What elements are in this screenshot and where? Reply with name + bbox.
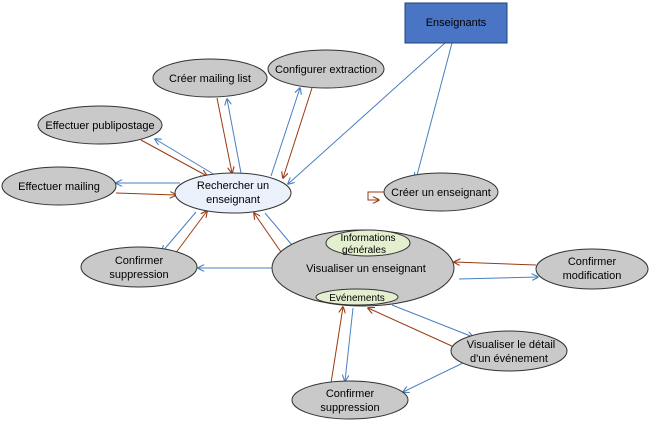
node-creer-mailing-list[interactable]: Créer mailing list: [152, 58, 268, 98]
node-confirmer-suppression-2[interactable]: Confirmer suppression: [291, 380, 409, 420]
actor-enseignants[interactable]: Enseignants: [404, 2, 508, 44]
node-configurer-extraction[interactable]: Configurer extraction: [267, 49, 385, 89]
node-creer-enseignant-label: Créer un enseignant: [391, 187, 491, 199]
node-confirmer-modification-line2: modification: [563, 270, 622, 282]
arrow-actor-to-creer-enseignant: [416, 42, 453, 179]
node-creer-mailing-list-label: Créer mailing list: [169, 73, 251, 85]
arrow-rechercher-to-suppression-1: [162, 211, 197, 252]
arrow-suppression-2-to-evenements: [330, 307, 343, 384]
arrow-visualiser-to-rechercher: [254, 213, 282, 253]
arrow-mailing-to-rechercher: [115, 193, 176, 195]
node-configurer-extraction-label: Configurer extraction: [275, 64, 377, 76]
node-visualiser-enseignant-label: Visualiser un enseignant: [306, 263, 426, 275]
arrow-actor-to-rechercher: [288, 42, 446, 184]
node-confirmer-modification-line1: Confirmer: [568, 256, 617, 268]
node-rechercher-line2: enseignant: [206, 194, 260, 206]
node-effectuer-publipostage-label: Effectuer publipostage: [45, 120, 154, 132]
node-confirmer-suppression-1-line2: suppression: [109, 269, 168, 281]
arrow-evenements-to-detail: [391, 304, 473, 337]
arrow-mailing-list-to-rechercher: [216, 97, 232, 173]
node-confirmer-suppression-2-line2: suppression: [320, 402, 379, 414]
node-rechercher-enseignant[interactable]: Rechercher un enseignant: [174, 172, 292, 214]
arrow-rechercher-to-extraction: [270, 88, 300, 177]
node-informations-line1: Informations: [340, 233, 395, 244]
node-visualiser-detail-line2: d'un événement: [470, 353, 548, 365]
node-confirmer-suppression-1-line1: Confirmer: [115, 255, 164, 267]
node-confirmer-suppression-2-line1: Confirmer: [326, 388, 375, 400]
node-informations-line2: générales: [342, 245, 386, 256]
arrow-evenements-to-suppression-2: [345, 307, 354, 381]
arrow-detail-to-evenements: [368, 308, 455, 348]
node-confirmer-modification[interactable]: Confirmer modification: [535, 248, 649, 290]
node-evenements-label: Evénements: [329, 293, 385, 304]
self-loop-creer-enseignant: [367, 191, 384, 200]
arrow-suppression-1-to-rechercher: [174, 211, 207, 255]
arrow-rechercher-to-mailing-list: [227, 99, 242, 174]
node-effectuer-mailing-label: Effectuer mailing: [18, 181, 100, 193]
arrow-modification-to-visualiser: [454, 262, 537, 265]
arrow-extraction-to-rechercher: [283, 87, 313, 178]
node-effectuer-publipostage[interactable]: Effectuer publipostage: [37, 105, 163, 145]
node-creer-enseignant[interactable]: Créer un enseignant: [383, 172, 499, 212]
arrow-visualiser-to-modification: [458, 277, 538, 279]
node-informations-generales[interactable]: Informations générales: [325, 229, 411, 257]
node-visualiser-detail-evenement[interactable]: Visualiser le détail d'un événement: [450, 330, 568, 372]
node-effectuer-mailing[interactable]: Effectuer mailing: [1, 166, 117, 206]
node-evenements[interactable]: Evénements: [315, 288, 399, 306]
arrow-publipostage-to-rechercher: [140, 139, 207, 176]
arrow-detail-to-suppression-2: [403, 361, 466, 392]
arrow-rechercher-to-publipostage: [155, 139, 216, 176]
node-visualiser-detail-line1: Visualiser le détail: [467, 339, 555, 351]
actor-enseignants-label: Enseignants: [426, 17, 487, 29]
node-confirmer-suppression-1[interactable]: Confirmer suppression: [80, 246, 198, 288]
node-rechercher-line1: Rechercher un: [197, 180, 269, 192]
